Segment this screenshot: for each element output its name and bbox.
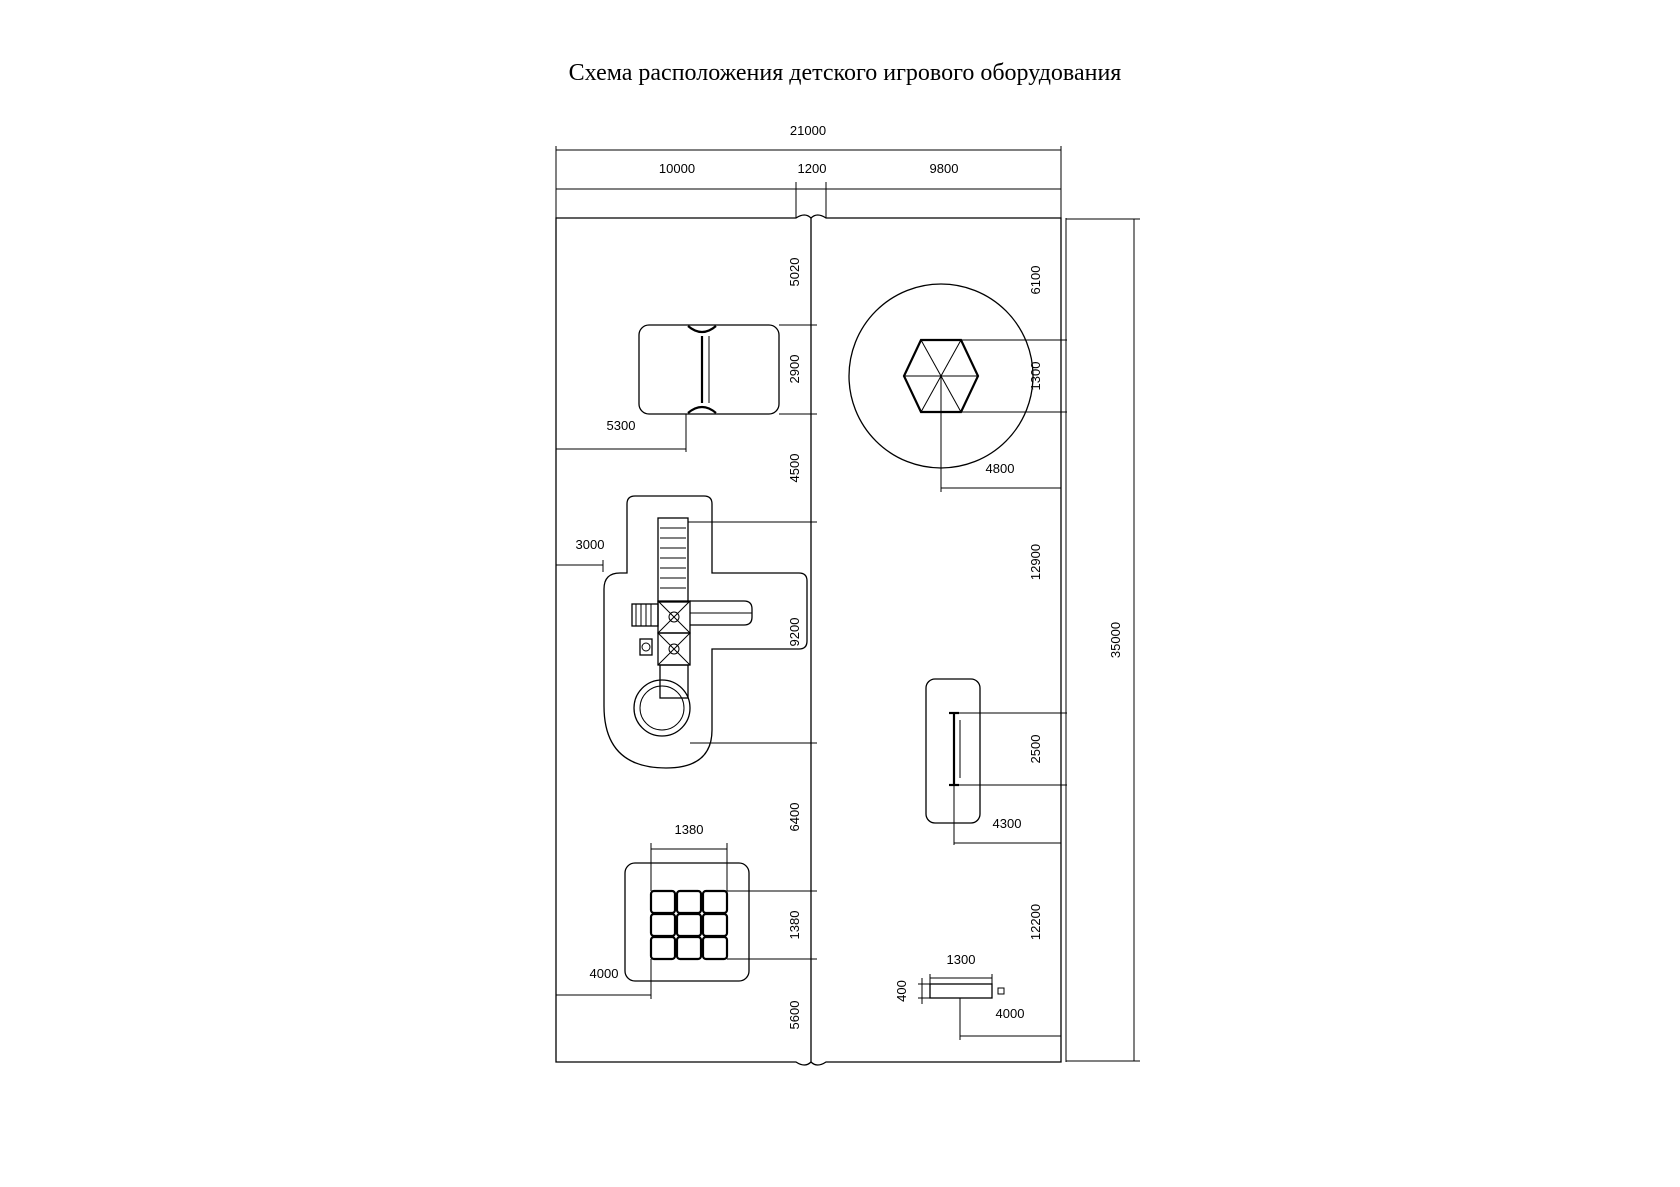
dim-swing-offset: 5300 [607, 418, 636, 433]
dim-left-6: 1380 [787, 911, 802, 940]
dim-left-4: 9200 [787, 618, 802, 647]
dim-complex-offset: 3000 [576, 537, 605, 552]
carousel [848, 283, 1067, 492]
dim-right-2: 1300 [1028, 362, 1043, 391]
dim-sandbox-offset: 4000 [590, 966, 619, 981]
play-complex [556, 495, 817, 769]
dim-left-3: 4500 [787, 454, 802, 483]
complex-ladder [660, 527, 686, 589]
dim-right-4: 2500 [1028, 735, 1043, 764]
dim-bench-depth: 400 [894, 980, 909, 1002]
overall-height-dimension [1066, 218, 1140, 1062]
site-boundary [555, 214, 1067, 1066]
dim-balance-offset: 4300 [993, 816, 1022, 831]
dim-left-7: 5600 [787, 1001, 802, 1030]
page-title: Схема расположения детского игрового обо… [568, 60, 1122, 86]
dim-middle-section: 1200 [798, 161, 827, 176]
dim-bench-width: 1300 [947, 952, 976, 967]
dim-bench-offset: 4000 [996, 1006, 1025, 1021]
sandbox [556, 843, 817, 999]
dim-left-5: 6400 [787, 803, 802, 832]
dim-left-1: 5020 [787, 258, 802, 287]
swing [556, 324, 817, 452]
top-dimension-lines [555, 146, 1062, 218]
dim-right-section: 9800 [930, 161, 959, 176]
dim-overall-height: 35000 [1108, 622, 1123, 658]
dim-right-3: 12900 [1028, 544, 1043, 580]
sandbox-seats [649, 889, 729, 961]
balance-swing [925, 678, 1067, 845]
dim-right-5: 12200 [1028, 904, 1043, 940]
dim-carousel-offset: 4800 [986, 461, 1015, 476]
dim-sandbox-width: 1380 [675, 822, 704, 837]
dim-left-section: 10000 [659, 161, 695, 176]
dim-overall-width: 21000 [790, 123, 826, 138]
dim-right-1: 6100 [1028, 266, 1043, 295]
bench [918, 974, 1061, 1040]
dim-left-2: 2900 [787, 355, 802, 384]
